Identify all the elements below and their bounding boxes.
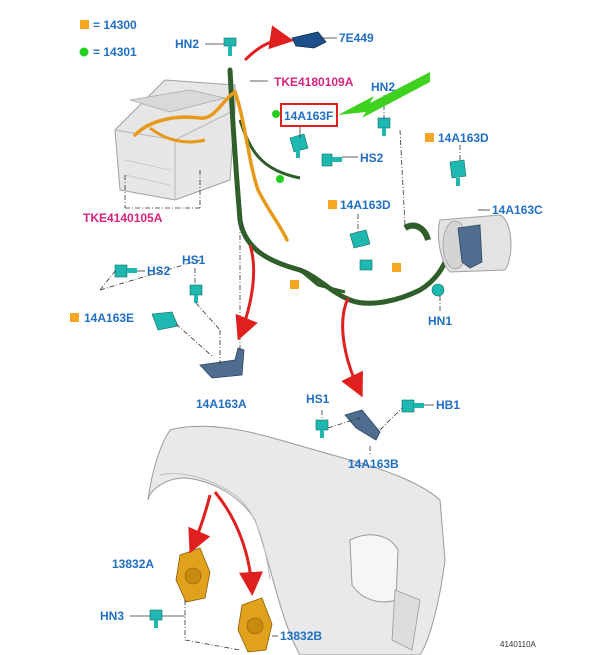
fastener-hs2-left-icon <box>114 264 137 278</box>
label-hs2-left: HS2 <box>147 264 171 278</box>
highlight-box-14a163f <box>280 103 338 127</box>
marker-orange-square-14a163d-icon <box>425 133 434 142</box>
label-tke4180109a: TKE4180109A <box>274 75 354 89</box>
label-hn2-right: HN2 <box>371 80 395 94</box>
fastener-hb1-icon <box>401 399 424 413</box>
fender-panel <box>147 425 446 655</box>
label-14a163d-right: 14A163D <box>438 131 489 145</box>
label-13832b: 13832B <box>280 629 322 643</box>
fastener-14a163f-icon <box>289 133 309 158</box>
legend-orange-square-icon <box>80 20 89 29</box>
label-hs1-right: HS1 <box>306 392 330 406</box>
fastener-hn2-top-icon <box>223 37 237 56</box>
fastener-hn1-icon <box>431 283 445 297</box>
marker-green-dot-cable-icon <box>276 175 284 183</box>
leader-lines <box>99 37 490 651</box>
label-hs1-left: HS1 <box>182 253 206 267</box>
marker-orange-square-14a163e-icon <box>70 313 79 322</box>
bracket-14a163c <box>457 224 483 269</box>
label-13832a: 13832A <box>112 557 154 571</box>
bracket-7e449 <box>291 31 327 49</box>
red-callout-arrows <box>188 25 363 596</box>
fastener-near-orange-square-icon <box>359 259 373 271</box>
label-tke4140105a: TKE4140105A <box>83 211 163 225</box>
fastener-hn3-icon <box>149 609 163 628</box>
bracket-14a163a <box>199 347 245 379</box>
label-7e449: 7E449 <box>339 31 374 45</box>
fastener-hs2-mid-icon <box>321 153 342 167</box>
fastener-14a163d-mid-icon <box>349 229 371 249</box>
legend-14300-text: = 14300 <box>93 18 137 32</box>
part-labels: HN2 7E449 TKE4180109A HN2 14A163F 14A163… <box>83 31 543 649</box>
green-pointer-arrow-icon <box>338 72 430 118</box>
module-13832b <box>237 597 273 653</box>
marker-green-dot-14a163f-icon <box>272 110 280 118</box>
legend: = 14300 = 14301 <box>79 18 137 59</box>
fastener-14a163e-icon <box>151 311 179 331</box>
label-hn1: HN1 <box>428 314 452 328</box>
label-14a163d-mid: 14A163D <box>340 198 391 212</box>
label-14a163f: 14A163F <box>284 109 333 123</box>
fastener-hs1-left-icon <box>189 284 203 303</box>
green-wiring-harness <box>227 67 455 306</box>
module-13832a <box>175 547 211 603</box>
marker-orange-square-right-icon <box>392 263 401 272</box>
fastener-hn2-right-icon <box>377 117 391 136</box>
label-14a163b: 14A163B <box>348 457 399 471</box>
label-14a163e: 14A163E <box>84 311 134 325</box>
label-hb1: HB1 <box>436 398 460 412</box>
label-14a163a: 14A163A <box>196 397 247 411</box>
legend-14301-text: = 14301 <box>93 45 137 59</box>
bracket-14a163b <box>344 409 381 441</box>
marker-orange-square-lower-icon <box>290 280 299 289</box>
marker-orange-square-14a163d-mid-icon <box>328 200 337 209</box>
label-14a163c: 14A163C <box>492 203 543 217</box>
fastener-14a163d-right-icon <box>449 159 467 186</box>
fastener-hs1-right-icon <box>315 419 329 438</box>
label-hn2-top: HN2 <box>175 37 199 51</box>
label-hs2-mid: HS2 <box>360 151 384 165</box>
orange-battery-cable <box>133 89 289 242</box>
reference-number: 4140110A <box>500 640 537 649</box>
label-hn3: HN3 <box>100 609 124 623</box>
legend-green-dot-icon <box>79 47 89 57</box>
